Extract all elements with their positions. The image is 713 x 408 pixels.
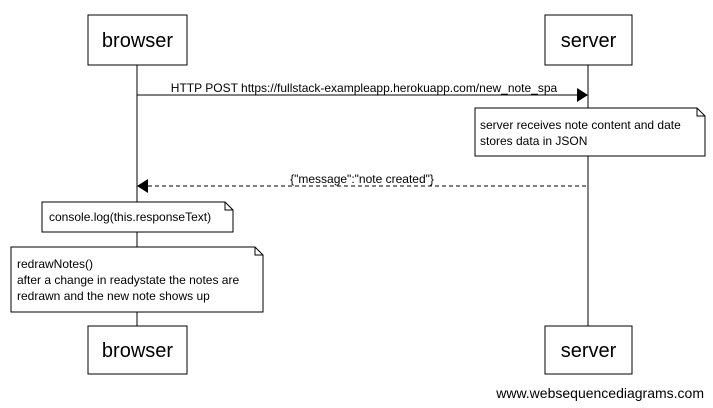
note-server-line-2: stores data in JSON xyxy=(480,134,587,148)
participant-browser-bottom-label: browser xyxy=(102,340,173,362)
participant-browser-top: browser xyxy=(87,14,188,66)
note-redraw-line-3: redrawn and the new note shows up xyxy=(17,289,210,303)
note-redraw-line-2: after a change in readystate the notes a… xyxy=(17,273,239,287)
note-redraw-line-1: redrawNotes() xyxy=(17,257,93,271)
arrowhead-left-icon xyxy=(137,179,148,193)
participant-browser-top-label: browser xyxy=(102,30,173,52)
arrowhead-right-icon xyxy=(577,88,588,102)
message-post-label: HTTP POST https://fullstack-exampleapp.h… xyxy=(171,81,558,95)
note-redraw: redrawNotes() after a change in readysta… xyxy=(10,246,264,313)
participant-server-top-label: server xyxy=(561,30,617,52)
message-response: {"message":"note created"} xyxy=(137,172,588,193)
footer-watermark: www.websequencediagrams.com xyxy=(495,385,704,401)
note-console: console.log(this.responseText) xyxy=(41,201,234,233)
participant-server-bottom: server xyxy=(544,325,633,375)
message-response-label: {"message":"note created"} xyxy=(290,172,434,186)
note-server: server receives note content and date st… xyxy=(474,107,706,157)
participant-browser-bottom: browser xyxy=(87,325,188,375)
participant-server-bottom-label: server xyxy=(561,340,617,362)
participant-server-top: server xyxy=(544,14,633,66)
note-console-text: console.log(this.responseText) xyxy=(49,210,211,224)
message-post: HTTP POST https://fullstack-exampleapp.h… xyxy=(137,81,588,102)
note-server-line-1: server receives note content and date xyxy=(480,118,681,132)
